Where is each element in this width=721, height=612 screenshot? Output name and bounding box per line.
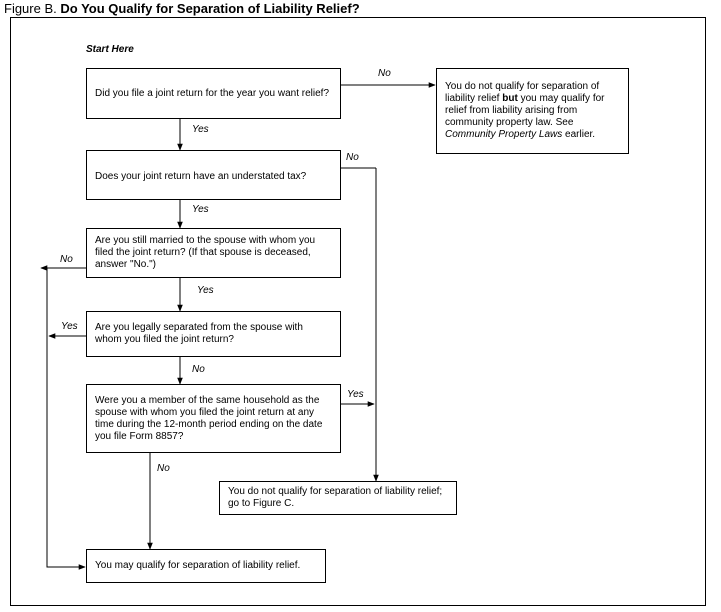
edge-label-q3-no: No <box>60 254 73 265</box>
figure-title: Figure B. Do You Qualify for Separation … <box>4 1 360 16</box>
edge-label-q1-no: No <box>378 68 391 79</box>
edge-left-trunk <box>46 268 86 570</box>
question-understated-tax-text: Does your joint return have an understat… <box>95 171 307 182</box>
question-still-married-text: Are you still married to the spouse with… <box>95 235 316 270</box>
question-legally-separated-text: Are you legally separated from the spous… <box>95 322 303 345</box>
outcome-community-property: You do not qualify for separation of lia… <box>436 68 629 154</box>
question-same-household-text: Were you a member of the same household … <box>95 394 323 442</box>
flowchart-frame <box>10 17 706 606</box>
edge-label-q1-yes: Yes <box>192 124 209 135</box>
outcome-go-to-figure-c-text: You do not qualify for separation of lia… <box>228 486 443 509</box>
outcome-may-qualify: You may qualify for separation of liabil… <box>86 549 326 583</box>
question-joint-return-text: Did you file a joint return for the year… <box>95 87 330 99</box>
edge-label-q5-yes: Yes <box>347 389 364 400</box>
edge-label-q2-yes: Yes <box>192 204 209 215</box>
question-legally-separated: Are you legally separated from the spous… <box>86 311 341 357</box>
edge-label-q5-no: No <box>157 463 170 474</box>
outcome-may-qualify-text: You may qualify for separation of liabil… <box>95 560 301 571</box>
outcome-go-to-figure-c: You do not qualify for separation of lia… <box>219 481 457 515</box>
edge-label-q3-yes: Yes <box>197 285 214 296</box>
edge-label-q4-yes: Yes <box>61 321 78 332</box>
start-label: Start Here <box>86 44 134 55</box>
question-still-married: Are you still married to the spouse with… <box>86 228 341 278</box>
question-joint-return: Did you file a joint return for the year… <box>86 68 341 119</box>
edge-label-q2-no: No <box>346 152 359 163</box>
outcome-community-property-text: You do not qualify for separation of lia… <box>445 81 605 140</box>
figure-label: Figure B. <box>4 1 57 16</box>
question-same-household: Were you a member of the same household … <box>86 384 341 453</box>
edge-label-q4-no: No <box>192 364 205 375</box>
question-understated-tax: Does your joint return have an understat… <box>86 150 341 200</box>
figure-heading: Do You Qualify for Separation of Liabili… <box>60 1 360 16</box>
